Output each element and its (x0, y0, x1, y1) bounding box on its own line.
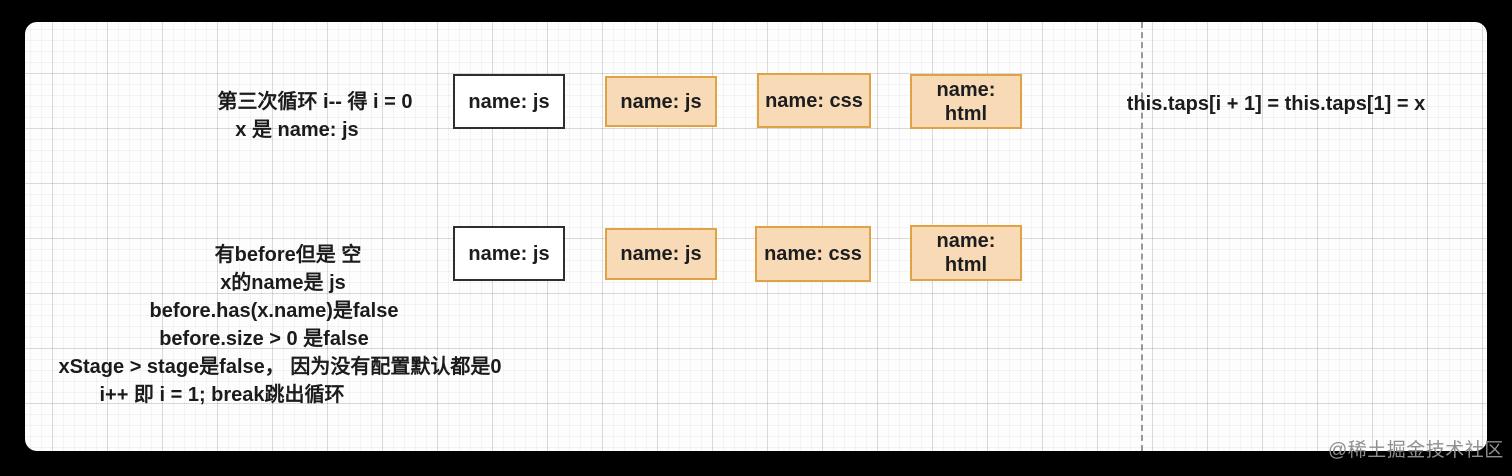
annotation-loop-iteration-3: 第三次循环 i-- 得 i = 0 x 是 name: js (165, 88, 465, 144)
tap-node-js-current: name: js (453, 74, 565, 129)
annotation-line: i++ 即 i = 1; break跳出循环 (99, 384, 345, 406)
tap-node-css: name: css (757, 73, 871, 128)
dashed-divider-line (1141, 22, 1143, 451)
tap-node-js: name: js (605, 76, 717, 127)
tap-node-js-current: name: js (453, 226, 565, 281)
whiteboard-canvas: 第三次循环 i-- 得 i = 0 x 是 name: js name: js … (25, 22, 1487, 451)
annotation-line: before.size > 0 是false (159, 328, 369, 350)
annotation-line: 有before但是 空 (214, 244, 362, 266)
annotation-taps-assignment: this.taps[i + 1] = this.taps[1] = x (1126, 93, 1426, 115)
annotation-before-check: 有before但是 空 x的name是 js before.has(x.name… (25, 241, 535, 409)
annotation-line: 第三次循环 i-- 得 i = 0 (217, 91, 413, 113)
annotation-line: x 是 name: js (235, 119, 359, 141)
annotation-line: xStage > stage是false， 因为没有配置默认都是0 (58, 356, 502, 378)
tap-node-js: name: js (605, 228, 717, 280)
annotation-line: x的name是 js (220, 272, 346, 294)
juejin-watermark: @稀土掘金技术社区 (1328, 440, 1504, 461)
tap-node-css: name: css (755, 226, 871, 282)
tap-node-html: name: html (910, 74, 1022, 129)
annotation-line: before.has(x.name)是false (149, 300, 399, 322)
tap-node-html: name: html (910, 225, 1022, 281)
